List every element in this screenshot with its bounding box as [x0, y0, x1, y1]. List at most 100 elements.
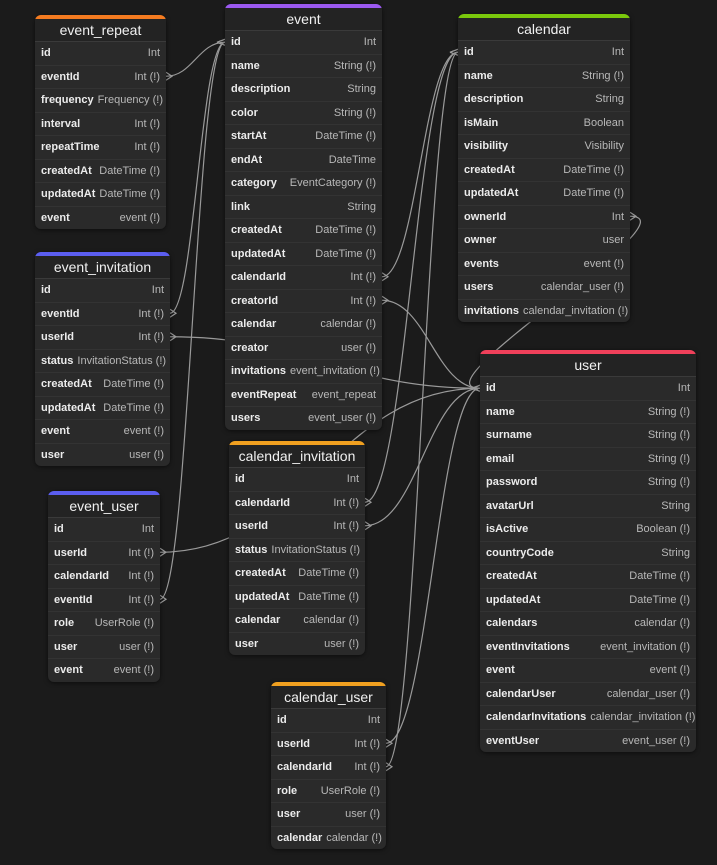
field-type: String (!): [647, 429, 690, 442]
field-name: updatedAt: [464, 187, 519, 200]
field-name: eventRepeat: [231, 388, 297, 401]
field-type: DateTime (!): [563, 187, 624, 200]
field-type: calendar (!): [303, 614, 359, 627]
field-name: role: [54, 617, 75, 630]
field-row-updatedAt[interactable]: updatedAt DateTime (!): [458, 181, 630, 205]
many-marker-9: [364, 521, 373, 531]
many-marker-11: [385, 762, 394, 772]
many-marker-6: [381, 295, 390, 305]
table-title: calendar_user: [271, 686, 386, 709]
